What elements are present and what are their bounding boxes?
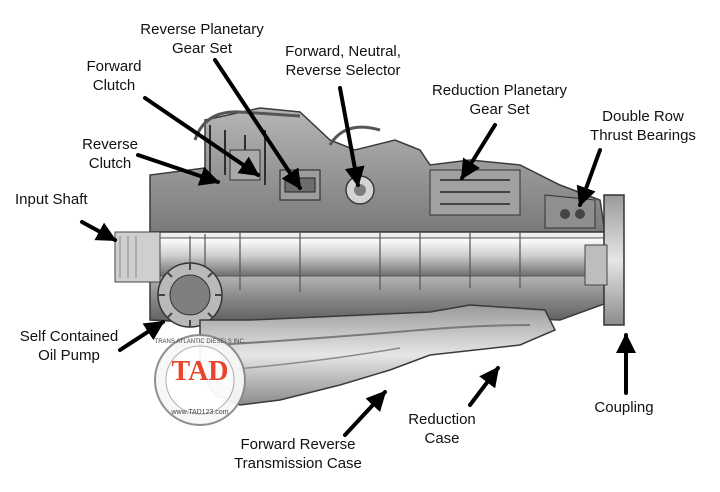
label-line: Gear Set [171, 40, 233, 57]
logo-ring-text: TRANS ATLANTIC DIESELS INC. [154, 339, 246, 345]
label-reverse-planetary: Reverse Planetary Gear Set [122, 20, 282, 58]
label-line: Forward Reverse [240, 436, 356, 453]
label-line: Thrust Bearings [590, 127, 696, 144]
label-reduction-case: Reduction Case [402, 410, 482, 448]
arrow-fnr-selector [338, 86, 365, 187]
arrow-forward-clutch [143, 96, 260, 177]
label-oil-pump: Self Contained Oil Pump [6, 327, 132, 365]
label-forward-reverse-case: Forward Reverse Transmission Case [213, 435, 383, 473]
arrow-reverse-planetary [213, 58, 302, 190]
arrow-oil-pump [118, 320, 165, 352]
label-line: Reduction Planetary [431, 82, 568, 99]
coupling-flange [584, 194, 625, 326]
label-line: Double Row [602, 108, 684, 125]
label-line: Gear Set [469, 101, 530, 118]
label-line: Transmission Case [234, 455, 362, 472]
label-line: Clutch [92, 77, 136, 94]
label-line: Reduction [408, 411, 476, 428]
arrow-reverse-clutch [136, 153, 220, 186]
arrow-double-row [576, 148, 602, 207]
logo-website: www.TAD123.com [171, 409, 229, 416]
arrow-reduction-case [468, 366, 500, 407]
tad-logo [154, 334, 246, 426]
label-line: Coupling [594, 399, 654, 416]
label-double-row: Double Row Thrust Bearings [578, 107, 708, 145]
arrow-reduction-planetary [460, 123, 497, 180]
label-input-shaft: Input Shaft [15, 190, 88, 209]
label-reduction-planetary: Reduction Planetary Gear Set [412, 81, 587, 119]
lower-case [199, 304, 557, 406]
label-line: Forward [86, 58, 142, 75]
label-line: Reverse [82, 136, 138, 153]
arrow-forward-reverse-case [343, 390, 387, 437]
arrow-input-shaft [80, 220, 117, 242]
callout-arrows [80, 58, 636, 437]
label-line: Self Contained [19, 328, 119, 345]
label-line: Case [424, 430, 460, 447]
label-fnr-selector: Forward, Neutral, Reverse Selector [268, 42, 418, 80]
label-reverse-clutch: Reverse Clutch [72, 135, 148, 173]
label-line: Input Shaft [15, 191, 88, 208]
label-line: Reverse Planetary [140, 21, 264, 38]
label-line: Clutch [88, 155, 132, 172]
upper-housing [149, 107, 606, 233]
main-body [114, 231, 621, 328]
label-forward-clutch: Forward Clutch [74, 57, 154, 95]
label-line: Reverse Selector [285, 62, 401, 79]
label-coupling: Coupling [584, 398, 664, 417]
logo-letters: TAD [171, 356, 229, 387]
label-line: Forward, Neutral, [285, 43, 401, 60]
label-line: Oil Pump [38, 347, 100, 364]
